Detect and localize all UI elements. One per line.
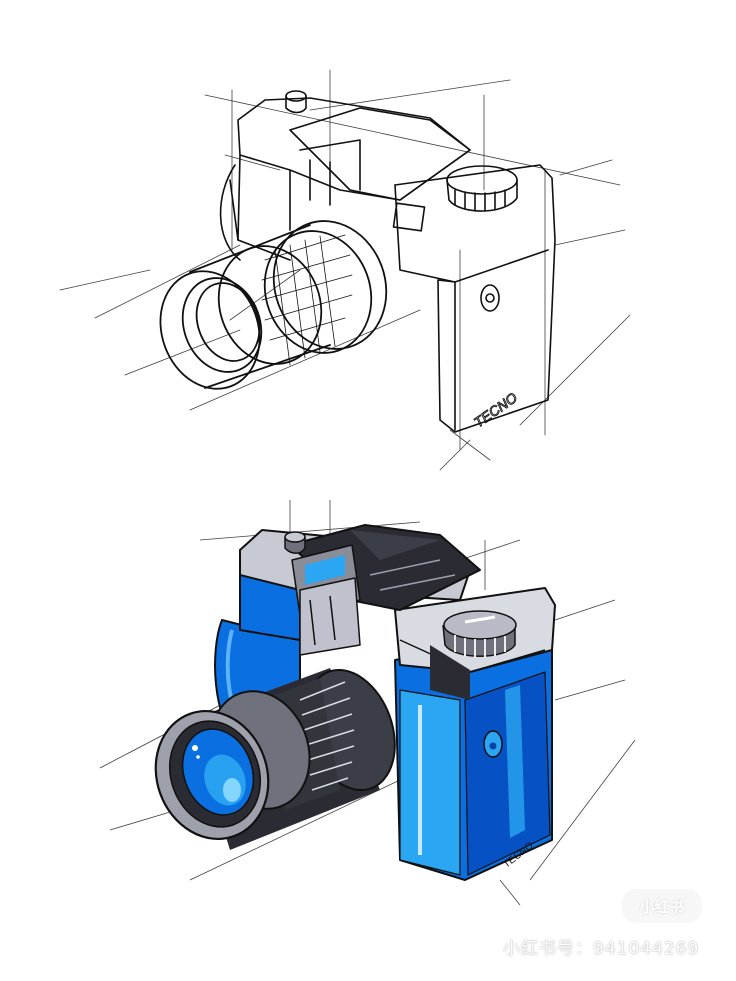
render-dial — [442, 610, 517, 658]
sketch-lens — [159, 220, 388, 390]
sketch-strap-lug — [480, 284, 500, 312]
construction-lines — [59, 69, 631, 471]
marker-render-camera: TECNO — [99, 500, 636, 906]
sketch-body — [219, 97, 556, 433]
sketch-button — [285, 90, 307, 114]
line-sketch-camera: TECNO — [59, 69, 631, 471]
render-strap-lug — [483, 730, 503, 758]
render-body — [214, 537, 553, 881]
sketch-dial — [446, 165, 518, 212]
watermark-id-text: 小红书号：941044269 — [503, 939, 700, 959]
render-lens — [154, 668, 396, 850]
watermark-logo: 小红书 — [622, 889, 702, 923]
render-button — [284, 531, 306, 554]
sketch-brand-label: TECNO — [471, 389, 520, 430]
render-prism — [289, 524, 481, 656]
